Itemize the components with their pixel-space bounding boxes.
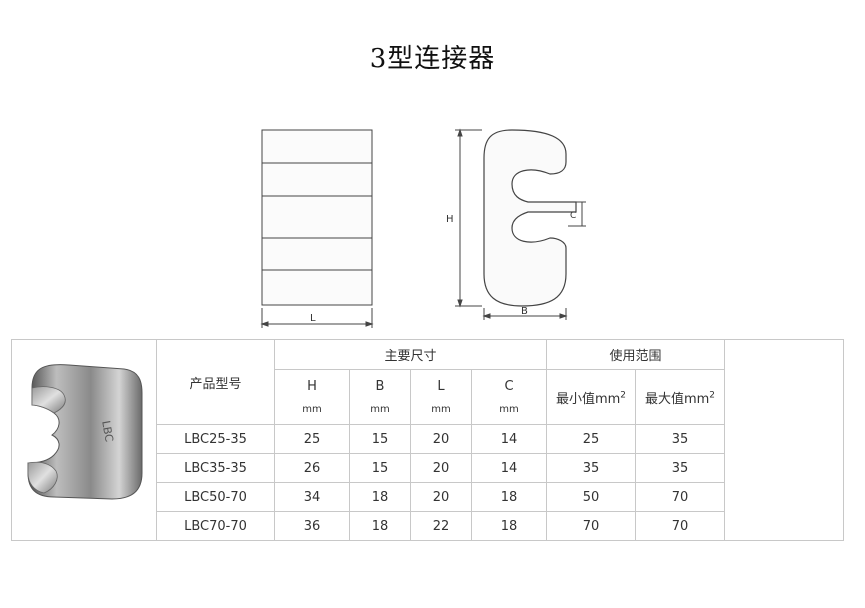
usage-header: 使用范围: [546, 339, 725, 370]
min-col: 最小值mm2: [546, 369, 636, 425]
connector-photo: LBC: [27, 364, 143, 500]
technical-drawing: L H B C: [260, 128, 586, 328]
label-H: H: [446, 214, 454, 225]
label-C: C: [570, 211, 576, 221]
product-photo-cell: LBC: [11, 339, 157, 541]
model-header: 产品型号: [156, 339, 275, 425]
page-title: 3型连接器: [369, 44, 496, 74]
label-L: L: [310, 313, 316, 324]
front-view: [260, 129, 374, 328]
blank-cell: [724, 339, 844, 541]
svg-text:LBC: LBC: [99, 420, 116, 443]
main-dims-header: 主要尺寸: [274, 339, 547, 370]
label-B: B: [521, 306, 528, 317]
side-view: [483, 129, 577, 307]
max-col: 最大值mm2: [635, 369, 725, 425]
